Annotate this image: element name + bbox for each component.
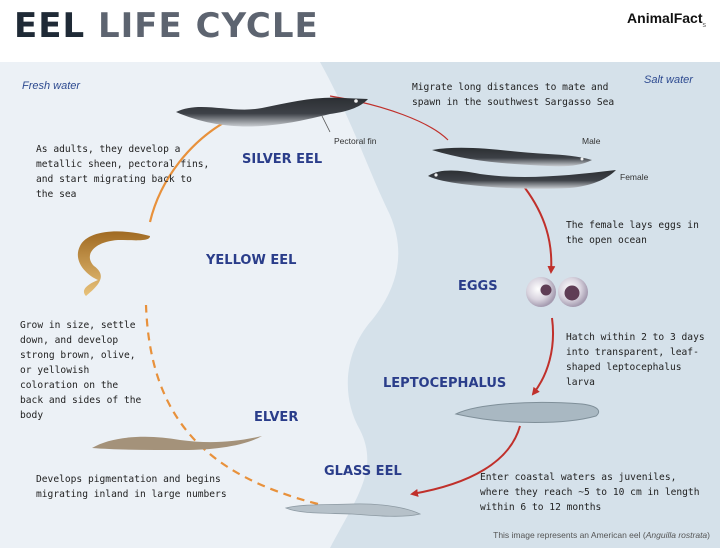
arrow-adults-to-eggs [524,187,556,274]
leptocephalus-illustration [454,401,600,423]
elver-illustration [92,436,262,450]
footnote-species: Anguilla rostrata [645,530,708,540]
stage-elver: ELVER [254,410,299,425]
glass-eel-illustration [284,503,422,517]
stage-yellow-eel: YELLOW EEL [206,253,297,268]
title-word-eel: EEL [14,6,86,46]
arrow-leptocephalus-to-glass [410,425,521,497]
elver-description: Develops pigmentation and begins migrati… [36,474,227,500]
pectoral-fin-label: Pectoral fin [334,136,377,146]
stage-leptocephalus: LEPTOCEPHALUS [383,376,507,391]
male-eel-illustration [432,147,592,167]
male-label: Male [582,136,601,146]
species-footnote: This image represents an American eel (A… [493,530,710,540]
stage-silver-eel: SILVER EEL [242,152,323,167]
yellow-eel-illustration [77,231,150,296]
brand-name: AnimalFact [627,10,703,26]
footnote-suffix: ) [707,530,710,540]
arrow-glass-to-yellow-dashed [144,304,319,506]
footnote-prefix: This image represents an American eel ( [493,530,646,540]
silver-eel-description: As adults, they develop a metallic sheen… [36,144,210,200]
stage-glass-eel: GLASS EEL [324,464,402,479]
hatch-description: Hatch within 2 to 3 days into transparen… [566,332,705,388]
salt-water-zone [320,62,720,548]
fresh-water-label: Fresh water [22,80,81,92]
title-words-life-cycle: LIFE CYCLE [97,6,319,46]
eggs-illustration [526,277,588,307]
brand-logo: AnimalFacts [627,10,706,29]
female-label: Female [620,172,649,182]
stage-eggs: EGGS [458,279,498,294]
silver-eel-illustration [176,97,368,127]
arrow-eggs-to-leptocephalus [531,317,554,396]
page-title: EEL LIFE CYCLE [14,6,319,46]
arrow-yellow-to-silver [148,117,234,223]
glass-eel-description: Enter coastal waters as juveniles, where… [480,472,700,513]
pectoral-fin-pointer [321,115,331,133]
yellow-eel-description: Grow in size, settle down, and develop s… [20,320,142,421]
brand-suffix: s [702,21,707,29]
female-eel-illustration [428,170,616,189]
eggs-description: The female lays eggs in the open ocean [566,220,699,246]
salt-water-label: Salt water [644,74,693,86]
migrate-description: Migrate long distances to mate and spawn… [412,82,615,108]
